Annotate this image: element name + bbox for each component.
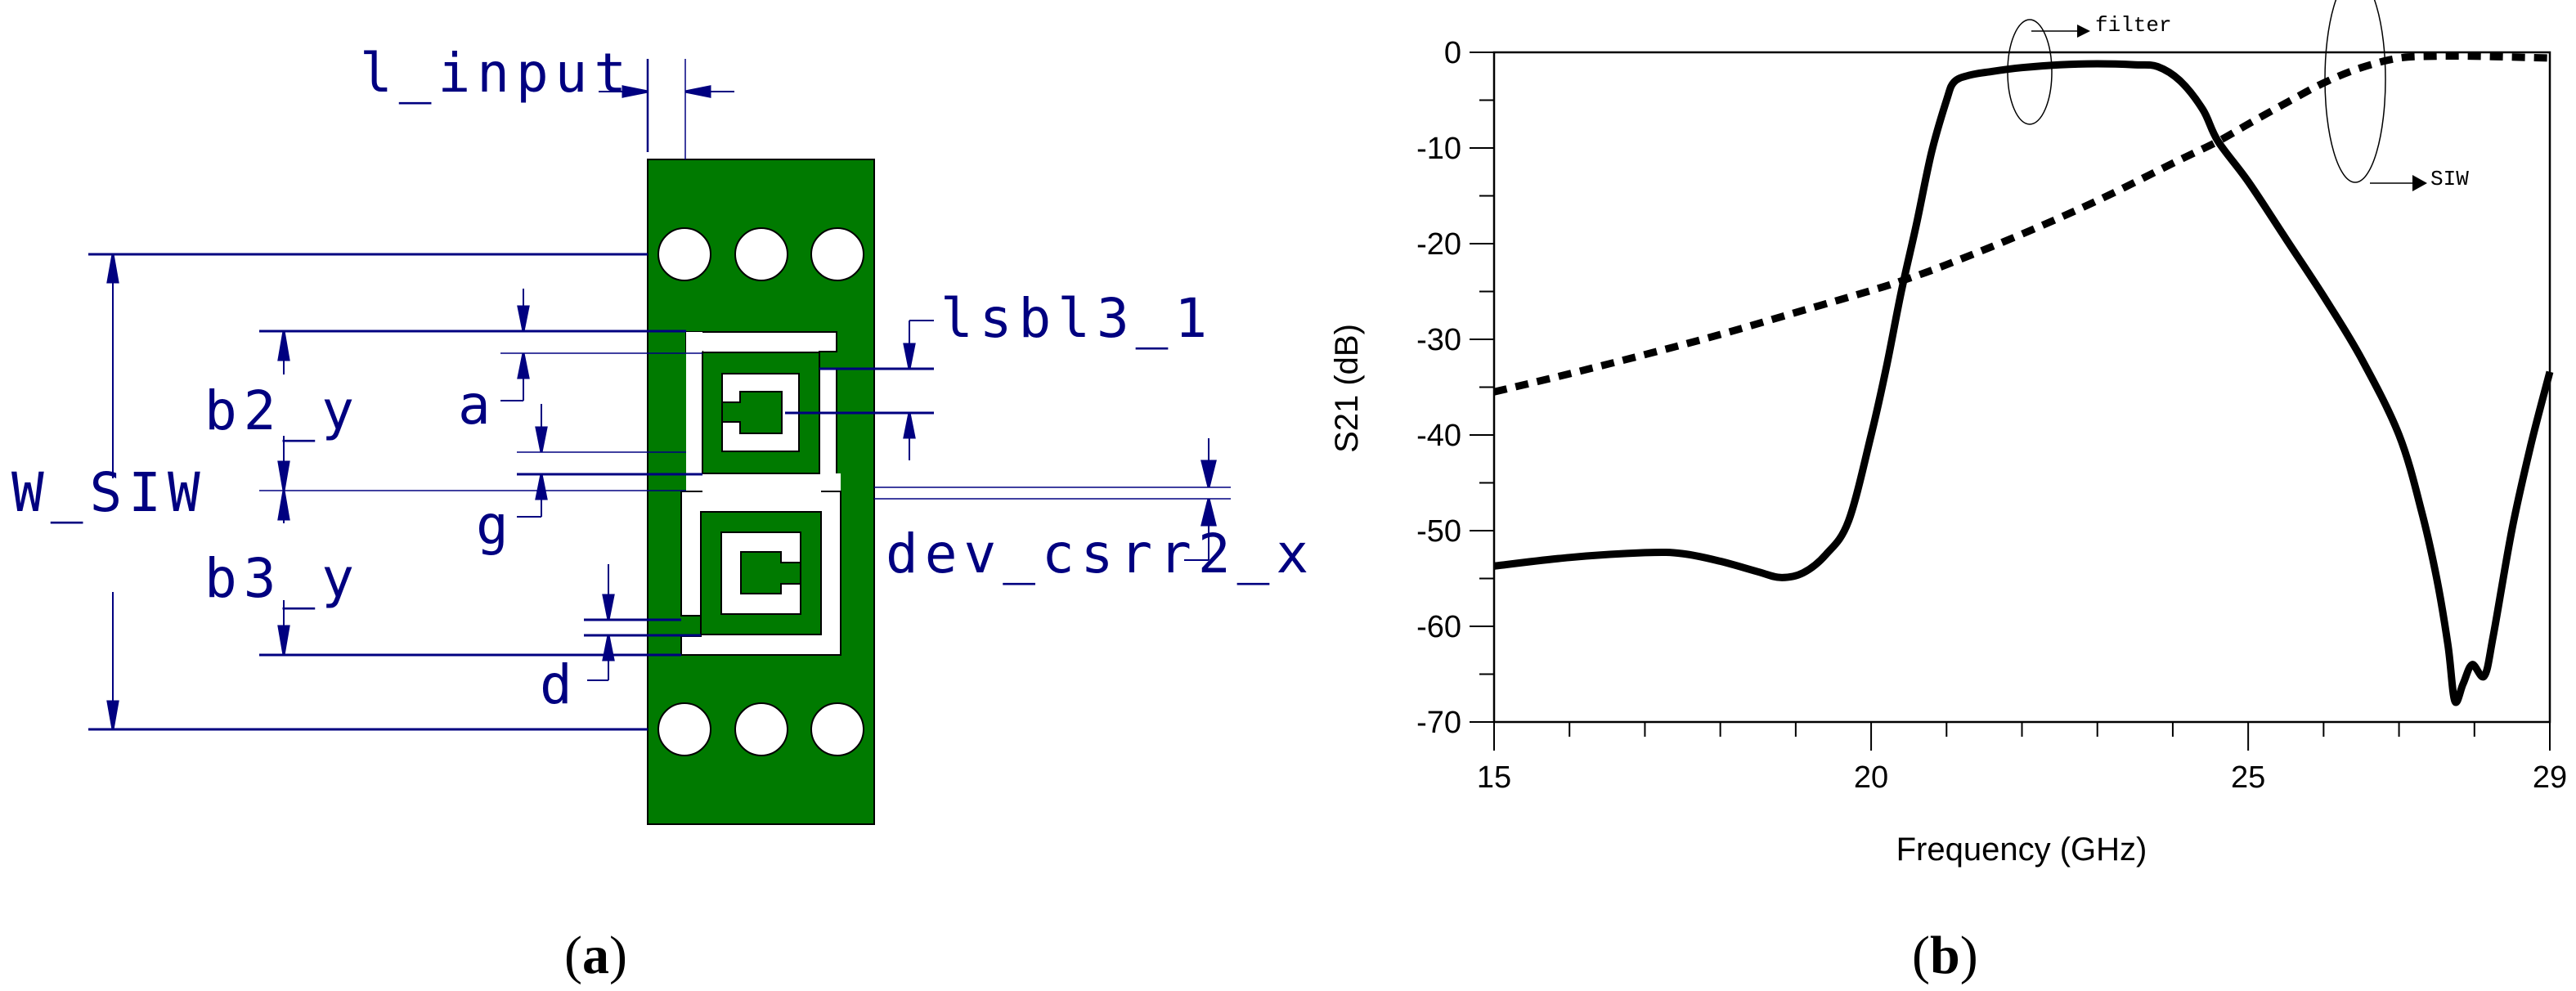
x-axis-title: Frequency (GHz): [1896, 832, 2147, 868]
csrr-gap-white: [702, 474, 821, 511]
x-tick-label: 15: [1477, 760, 1511, 795]
x-axis-ticks: 15 20 25 29: [1477, 722, 2567, 795]
via-row-top: [657, 227, 864, 281]
dim-label-lsbl3-1: lsbl3_1: [940, 287, 1214, 350]
y-tick-label: -50: [1416, 514, 1461, 549]
via-row-bottom: [657, 702, 864, 756]
y-tick-label: -40: [1416, 419, 1461, 453]
x-tick-label: 20: [1854, 760, 1888, 795]
dim-label-w-siw: W_SIW: [11, 461, 207, 524]
plot-frame: [1492, 51, 2551, 724]
dim-label-b3-y: b3_y: [204, 547, 361, 610]
panel-label-b: (b): [1912, 926, 1978, 985]
siw-label: SIW: [2430, 167, 2469, 191]
via-hole: [657, 227, 711, 281]
x-tick-label: 29: [2533, 760, 2567, 795]
dim-label-g: g: [476, 494, 515, 557]
dim-label-a: a: [458, 374, 497, 437]
via-hole: [810, 227, 864, 281]
y-axis-ticks: 0 -10 -20 -30 -40 -50 -60 -70: [1416, 36, 1494, 740]
csrr-lower: [680, 491, 841, 656]
y-tick-label: -70: [1416, 706, 1461, 740]
via-hole: [734, 702, 788, 756]
filter-annotation: [2007, 19, 2090, 125]
y-tick-label: 0: [1444, 36, 1461, 70]
dim-label-d: d: [540, 653, 579, 716]
via-hole: [734, 227, 788, 281]
via-hole: [810, 702, 864, 756]
dim-label-l-input: l_input: [360, 42, 633, 105]
y-tick-label: -10: [1416, 132, 1461, 166]
y-tick-label: -30: [1416, 323, 1461, 357]
x-tick-label: 25: [2231, 760, 2265, 795]
filter-curve: [1493, 60, 2554, 706]
panel-label-a: (a): [564, 926, 627, 985]
dimension-lines: [88, 59, 1231, 731]
csrr-upper: [685, 331, 841, 512]
via-hole: [657, 702, 711, 756]
siw-curve: [1492, 52, 2551, 396]
plot-series: [1492, 52, 2554, 706]
dim-label-b2-y: b2_y: [204, 379, 361, 442]
panel-a-layout: l_input lsbl3_1 b2_y a W_SIW g dev_csrr2…: [11, 42, 1315, 985]
dim-label-dev-csrr2-x: dev_csrr2_x: [886, 522, 1315, 585]
panel-b-chart: 0 -10 -20 -30 -40 -50 -60 -70 15 20 25 29 S21 (dB)…: [1329, 0, 2567, 985]
y-tick-label: -60: [1416, 610, 1461, 644]
filter-label: filter: [2095, 13, 2172, 38]
siw-annotation: [2324, 0, 2427, 191]
y-tick-label: -20: [1416, 227, 1461, 262]
y-axis-title: S21 (dB): [1329, 324, 1365, 453]
